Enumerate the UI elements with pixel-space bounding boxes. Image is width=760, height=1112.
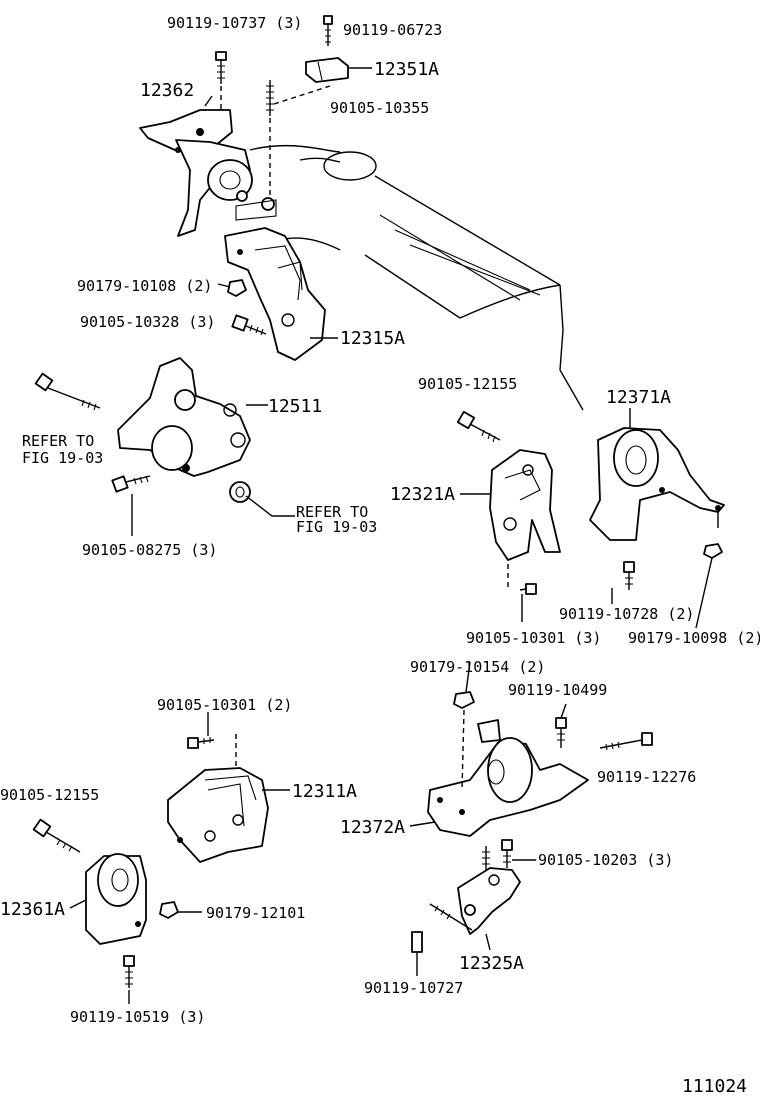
label-fig-19-03-2: FIG 19-03: [296, 518, 377, 536]
label-90105-10203: 90105-10203 (3): [538, 851, 673, 869]
label-90119-12276: 90119-12276: [597, 768, 696, 786]
label-12311A: 12311A: [292, 781, 357, 802]
bracket-12311A: [167, 767, 269, 863]
bolt-90119-12276: [599, 732, 653, 751]
diagram-id: 111024: [682, 1076, 747, 1097]
label-90179-10108: 90179-10108 (2): [77, 277, 212, 295]
bracket-12511: [117, 357, 251, 477]
label-90105-10301-2: 90105-10301 (2): [157, 696, 292, 714]
label-12325A: 12325A: [459, 953, 524, 974]
bolt-90105-08275: [111, 475, 151, 536]
mount-12361A: [85, 853, 147, 945]
label-12511: 12511: [268, 396, 322, 417]
label-90105-10301-3: 90105-10301 (3): [466, 629, 601, 647]
label-90105-12155-right: 90105-12155: [418, 375, 517, 393]
label-90119-10727: 90119-10727: [364, 979, 463, 997]
label-90119-06723: 90119-06723: [343, 21, 442, 39]
bolt-90105-12155-right: [456, 410, 501, 443]
nut-90179-10098: [695, 543, 723, 629]
bracket-12315A: [224, 227, 326, 361]
label-90105-10328: 90105-10328 (3): [80, 313, 215, 331]
stopper-12351A: [305, 57, 349, 83]
bolt-90119-10728: [611, 561, 635, 604]
leader-lines: [69, 67, 631, 951]
bolt-90105-10301-3: [507, 564, 537, 622]
bolt-90119-10737: [215, 51, 227, 112]
bolt-90119-06723: [323, 15, 333, 46]
label-90105-12155-left: 90105-12155: [0, 786, 99, 804]
bolt-90119-10727: [411, 903, 473, 976]
label-12321A: 12321A: [390, 484, 455, 505]
label-refer-to-1: REFER TO: [22, 432, 94, 450]
mount-12372A: [427, 719, 589, 837]
bolt-long-12511: [34, 372, 101, 411]
label-90105-10355: 90105-10355: [330, 99, 429, 117]
engine-mount-12362: [139, 109, 253, 237]
bolt-90105-12155-left: [32, 818, 81, 853]
label-refer-to-2: REFER TO: [296, 503, 368, 521]
bracket-12321A: [489, 449, 561, 561]
nut-90179-10108: [217, 279, 247, 297]
label-90105-08275: 90105-08275 (3): [82, 541, 217, 559]
label-90119-10737: 90119-10737 (3): [167, 14, 302, 32]
nut-90179-10154: [453, 691, 475, 791]
nut-90179-12101: [159, 901, 179, 919]
label-90119-10519: 90119-10519 (3): [70, 1008, 205, 1026]
label-90119-10499: 90119-10499: [508, 681, 607, 699]
bushing-refer: [229, 481, 295, 517]
mount-center-studs: [235, 190, 277, 221]
label-90179-10098: 90179-10098 (2): [628, 629, 760, 647]
label-12361A: 12361A: [0, 899, 65, 920]
stud-90105-10355: [266, 80, 331, 196]
label-90119-10728: 90119-10728 (2): [559, 605, 694, 623]
bolt-90105-10328: [231, 314, 267, 336]
part-labels: 90119-10737 (3) 90119-06723 12351A 12362…: [0, 14, 760, 1097]
label-90179-12101: 90179-12101: [206, 904, 305, 922]
engine-block-outline: [249, 144, 584, 411]
label-12372A: 12372A: [340, 817, 405, 838]
bolt-90105-10301-2: [187, 712, 237, 768]
label-12315A: 12315A: [340, 328, 405, 349]
mount-12371A: [589, 427, 725, 541]
bolt-90105-10203: [501, 839, 513, 868]
bracket-12325A: [457, 846, 521, 935]
bolt-90119-10519: [123, 955, 135, 1004]
label-fig-19-03-1: FIG 19-03: [22, 449, 103, 467]
label-12371A: 12371A: [606, 387, 671, 408]
label-12351A: 12351A: [374, 59, 439, 80]
label-90179-10154: 90179-10154 (2): [410, 658, 545, 676]
label-12362: 12362: [140, 80, 194, 101]
bolt-90119-10499: [555, 717, 567, 748]
